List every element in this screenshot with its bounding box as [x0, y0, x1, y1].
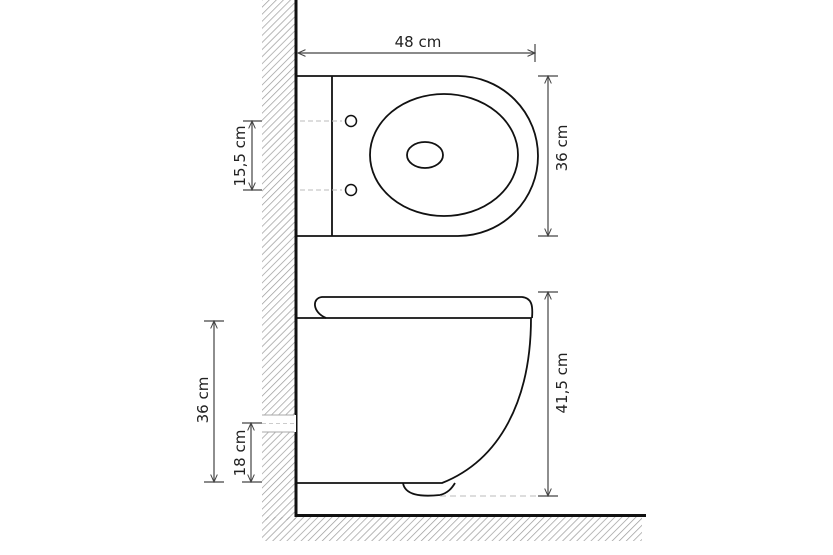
dimension-width: 48 cm	[298, 33, 535, 62]
floor-hatch	[262, 517, 642, 541]
side-view	[296, 296, 555, 497]
width-label: 48 cm	[395, 33, 442, 51]
top-view	[296, 75, 539, 237]
dimension-mount-height: 36 cm	[194, 321, 224, 482]
dimension-drain-height: 18 cm	[231, 423, 262, 482]
toilet-outline-top	[296, 75, 539, 237]
drain-pipe	[262, 414, 296, 433]
dimension-bolt-spacing: 15,5 cm	[231, 121, 262, 190]
bowl-body	[296, 317, 532, 484]
drain-height-label: 18 cm	[231, 430, 249, 477]
bowl-foot	[402, 482, 456, 497]
depth-label: 36 cm	[553, 125, 571, 172]
seat-ring	[369, 93, 519, 217]
height-label: 41,5 cm	[553, 352, 571, 413]
bolt-hole-bottom	[344, 183, 358, 197]
wall-hatch	[262, 0, 296, 520]
bolt-hole-top	[344, 114, 358, 128]
floor	[262, 514, 646, 541]
mount-height-label: 36 cm	[194, 377, 212, 424]
seat-lid	[314, 296, 534, 319]
dimension-depth: 36 cm	[538, 76, 571, 236]
wall	[262, 0, 298, 520]
bolt-spacing-label: 15,5 cm	[231, 125, 249, 186]
bowl-opening	[406, 141, 444, 169]
dimension-height: 41,5 cm	[538, 292, 571, 496]
